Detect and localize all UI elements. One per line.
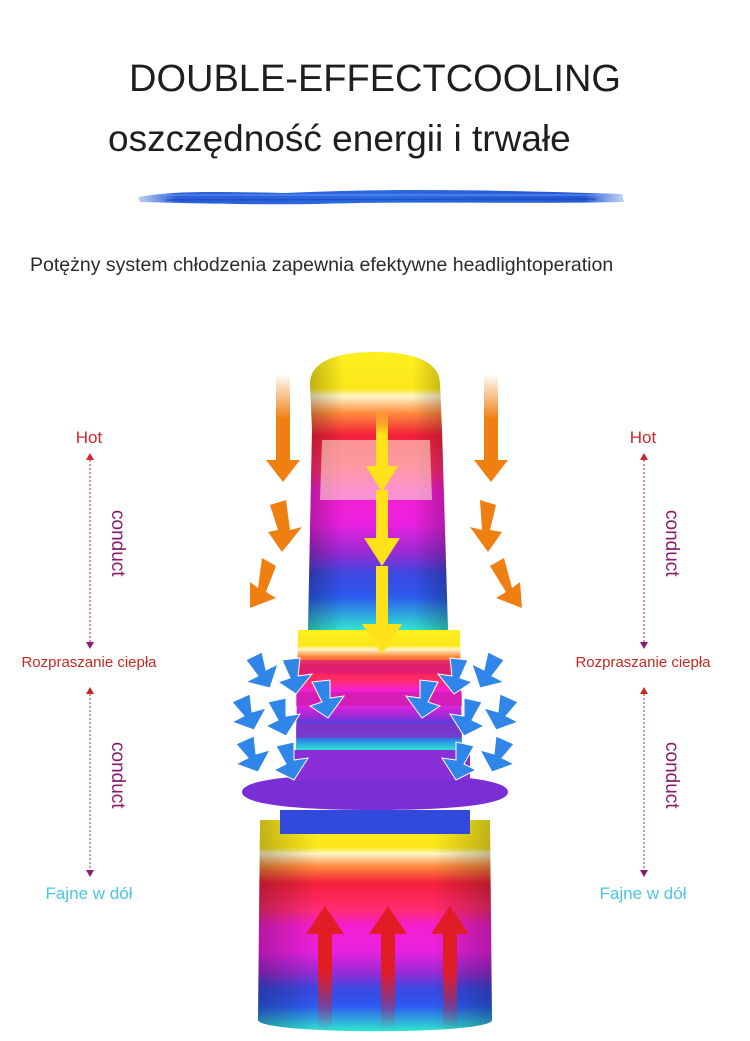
dissipation-label: Rozpraszanie ciepła bbox=[21, 654, 157, 671]
hot-label: Hot bbox=[629, 428, 657, 447]
subtitle: Potężny system chłodzenia zapewnia efekt… bbox=[30, 254, 614, 276]
conduct-label-bottom: conduct bbox=[661, 742, 682, 809]
cool-label: Fajne w dół bbox=[599, 884, 687, 903]
double-ended-arrow-icon bbox=[86, 687, 94, 877]
airflow-arrow-icon bbox=[230, 651, 346, 781]
airflow-arrows bbox=[230, 374, 522, 1030]
cooling-diagram: Hot conduct Rozpraszanie ciepła conduct … bbox=[0, 330, 750, 1041]
double-ended-arrow-icon bbox=[640, 453, 648, 649]
hot-label: Hot bbox=[75, 428, 103, 447]
heading-line-2: oszczędność energii i trwałe bbox=[108, 118, 571, 159]
double-ended-arrow-icon bbox=[640, 687, 648, 877]
dissipation-label: Rozpraszanie ciepła bbox=[575, 654, 711, 671]
brush-stroke-underline bbox=[138, 190, 624, 205]
conduct-label-top: conduct bbox=[107, 510, 128, 577]
cool-label: Fajne w dół bbox=[45, 884, 133, 903]
heat-flow-arrow-icon bbox=[362, 410, 402, 654]
conduct-label-bottom: conduct bbox=[107, 742, 128, 809]
conduct-label-top: conduct bbox=[661, 510, 682, 577]
heat-flow-arrow-icon bbox=[470, 374, 522, 608]
heading-line-1: DOUBLE-EFFECTCOOLING bbox=[129, 58, 621, 100]
airflow-arrow-icon bbox=[404, 651, 520, 781]
left-label-column: Hot conduct Rozpraszanie ciepła conduct … bbox=[14, 330, 164, 1041]
heat-flow-arrow-icon bbox=[306, 906, 469, 1030]
heat-flow-arrow-icon bbox=[250, 374, 302, 608]
double-ended-arrow-icon bbox=[86, 453, 94, 649]
right-label-column: Hot conduct Rozpraszanie ciepła conduct … bbox=[568, 330, 718, 1041]
